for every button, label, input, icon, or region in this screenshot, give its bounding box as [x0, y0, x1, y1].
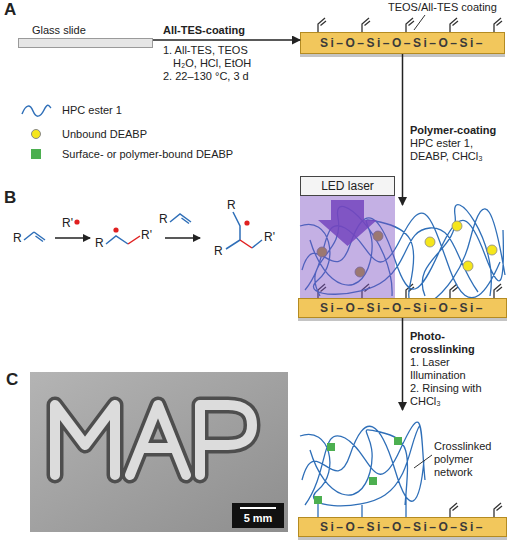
chem-group: R' [62, 216, 73, 230]
polymer-coated-surface: Si–O–Si–O–Si–O–Si– [298, 205, 507, 318]
photo [30, 372, 288, 532]
node-text: Glass slide [18, 24, 153, 37]
crosslinked-network [300, 422, 425, 517]
glass-slide: Glass slide [18, 24, 153, 48]
new-bond [128, 236, 140, 244]
callout-label: Crosslinked polymer network [434, 440, 508, 479]
process-arrow [402, 318, 404, 410]
process-arrow [153, 39, 300, 41]
step-text: 2. 22–130 °C, 3 d [163, 70, 295, 83]
bound-deabp [314, 496, 322, 504]
leader-line [414, 15, 425, 30]
legend-swatch [31, 149, 41, 159]
step-heading: All-TES-coating [163, 24, 245, 37]
new-bond [240, 240, 252, 248]
step-text: 1. Laser Illumination [410, 356, 508, 382]
scale-label: 5 mm [232, 512, 284, 525]
chem-group: R [95, 236, 104, 250]
legend-chain-sample [20, 104, 52, 118]
surface-band: Si–O–Si–O–Si–O–Si– [298, 517, 507, 537]
step-text: 1. All-TES, TEOS [163, 44, 295, 57]
reaction-arrow [165, 237, 200, 238]
legend-text: Surface- or polymer-bound DEABP [62, 148, 233, 161]
laser-arrow [318, 200, 377, 246]
chem-group: R [214, 244, 223, 258]
deabp-molecule [452, 221, 462, 231]
bound-deabp [327, 443, 335, 451]
radical-chain [106, 236, 128, 244]
legend-swatch [31, 129, 41, 139]
node-text: LED laser [321, 179, 374, 193]
chem-group: R [227, 198, 236, 212]
laser-beam [300, 196, 395, 298]
chem-group: R [159, 212, 168, 226]
text-group: Polymer-coatingHPC ester 1, DEABP, CHCl₃ [410, 124, 508, 163]
text-group: Photo-crosslinking1. Laser Illumination2… [410, 330, 508, 408]
etched-pattern [55, 405, 252, 475]
panel-letter: A [4, 0, 16, 19]
step-heading: Photo-crosslinking [410, 330, 508, 356]
step-heading: Polymer-coating [410, 124, 508, 137]
bound-deabp [394, 437, 402, 445]
bound-deabp [369, 477, 377, 485]
node-text: Si–O–Si–O–Si–O–Si– [320, 37, 485, 49]
vinyl-monomer [170, 214, 191, 224]
leader-line [414, 455, 432, 468]
step-text: 2. Rinsing with CHCl₃ [410, 382, 508, 408]
polymer-chain [226, 212, 262, 249]
deabp-molecule [425, 237, 435, 247]
chem-group: R' [264, 230, 275, 244]
chem-group: R' [141, 228, 152, 242]
step-text: HPC ester 1, DEABP, CHCl₃ [410, 137, 508, 163]
radical-dot [74, 219, 79, 224]
panel-letter: C [6, 370, 18, 389]
surface-band: Si–O–Si–O–Si–O–Si– [298, 298, 507, 318]
scale-bar-box [232, 503, 284, 528]
step-text: H₂O, HCl, EtOH [173, 57, 295, 70]
vinyl-groups [318, 18, 502, 32]
reaction-arrow [55, 237, 90, 238]
legend-text: HPC ester 1 [62, 104, 122, 117]
crosslinked-surface: Si–O–Si–O–Si–O–Si– [298, 410, 507, 537]
legend-chain-line [22, 105, 51, 116]
deabp-molecule [463, 261, 473, 271]
text-group: 1. All-TES, TEOSH₂O, HCl, EtOH2. 22–130 … [163, 44, 295, 83]
scale-bar [240, 507, 276, 509]
vinyl-monomer [24, 232, 45, 242]
etched-pattern [55, 405, 252, 475]
chem-group: R [13, 231, 22, 245]
process-arrow [402, 54, 404, 205]
radical-dot [113, 227, 118, 232]
radical-dot [244, 220, 249, 225]
callout-label: TEOS/All-TES coating [388, 1, 497, 14]
legend-text: Unbound DEABP [62, 128, 147, 141]
panel-letter: B [4, 188, 16, 207]
glass-bar [18, 38, 153, 48]
laser-box: LED laser [300, 176, 395, 196]
node-text: Si–O–Si–O–Si–O–Si– [320, 302, 485, 314]
vinyl-groups [450, 503, 502, 517]
node-text: Si–O–Si–O–Si–O–Si– [320, 521, 485, 533]
deabp-molecule [487, 245, 497, 255]
coated-surface: Si–O–Si–O–Si–O–Si– [300, 32, 505, 54]
